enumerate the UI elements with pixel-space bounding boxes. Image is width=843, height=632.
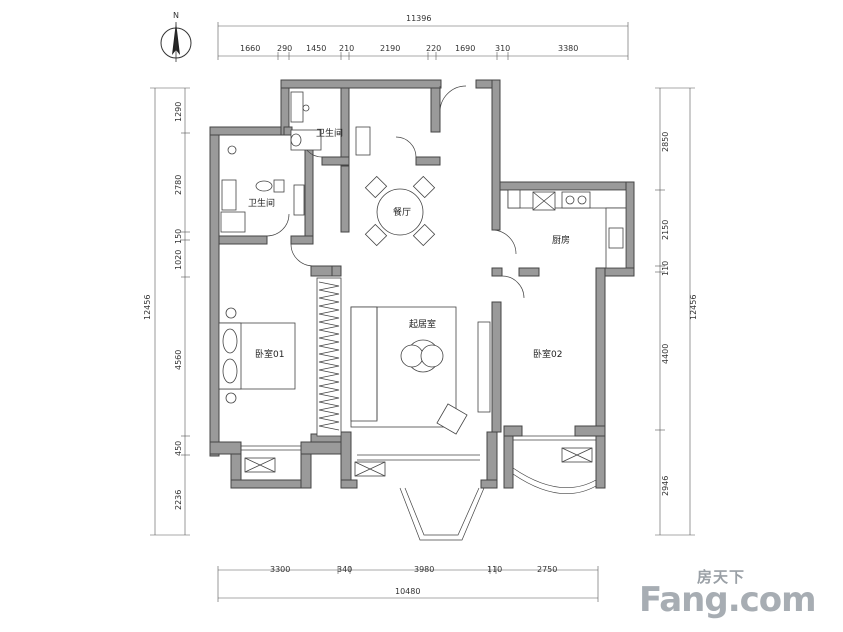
bottom-dim-4: 110 (487, 565, 502, 574)
room-label-bedroom-02: 卧室02 (533, 348, 562, 360)
top-dim-2: 290 (277, 44, 292, 53)
bottom-dim-1: 3300 (270, 565, 290, 574)
room-label-bath-upper: 卫生间 (316, 127, 343, 139)
left-dim-3: 150 (174, 229, 183, 244)
left-dim-6: 450 (174, 441, 183, 456)
top-dim-7: 1690 (455, 44, 475, 53)
bottom-dim-3: 3980 (414, 565, 434, 574)
left-dim-2: 2780 (174, 175, 183, 195)
left-dim-7: 2236 (174, 490, 183, 510)
right-dimension-lines (655, 87, 695, 536)
room-label-kitchen: 厨房 (552, 234, 570, 246)
watermark-cn: 房天下 (697, 568, 746, 586)
north-arrow-icon (160, 22, 192, 62)
top-dim-5: 2190 (380, 44, 400, 53)
watermark: 房天下 Fang.com (639, 566, 829, 626)
top-dim-4: 210 (339, 44, 354, 53)
room-label-dining: 餐厅 (393, 206, 411, 218)
doors (266, 85, 525, 299)
top-dim-9: 3380 (558, 44, 578, 53)
walls (209, 79, 635, 489)
wardrobe-hatch (316, 277, 342, 437)
top-dim-3: 1450 (306, 44, 326, 53)
bed-01 (218, 307, 296, 404)
room-label-bath-lower: 卫生间 (248, 197, 275, 209)
room-label-living: 起居室 (409, 318, 436, 330)
room-label-bedroom-01: 卧室01 (255, 348, 284, 360)
watermark-en: Fang.com (639, 580, 817, 620)
right-total-dim: 12456 (689, 295, 698, 320)
right-dim-2: 2150 (661, 220, 670, 240)
left-dim-5: 4560 (174, 350, 183, 370)
compass-label: N (173, 11, 179, 20)
left-dimension-lines (150, 87, 190, 536)
top-total-dim: 11396 (406, 14, 431, 23)
left-total-dim: 12456 (143, 295, 152, 320)
right-dim-5: 2946 (661, 476, 670, 496)
top-dim-1: 1660 (240, 44, 260, 53)
windows (241, 435, 597, 541)
upper-bathroom-fixtures (290, 91, 371, 156)
top-dim-8: 310 (495, 44, 510, 53)
top-dimension-lines (217, 22, 629, 60)
right-dim-1: 2850 (661, 132, 670, 152)
top-dim-6: 220 (426, 44, 441, 53)
lower-bathroom-fixtures (220, 145, 305, 233)
left-dim-4: 1020 (174, 250, 183, 270)
ac-units (244, 447, 593, 477)
right-dim-4: 4400 (661, 344, 670, 364)
bottom-total-dim: 10480 (395, 587, 420, 596)
bottom-dimension-lines (217, 566, 599, 602)
bottom-dim-2: 340 (337, 565, 352, 574)
kitchen-fixtures (507, 189, 627, 269)
left-dim-1: 1290 (174, 102, 183, 122)
bottom-dim-5: 2750 (537, 565, 557, 574)
dining-table (364, 175, 436, 247)
right-dim-3: 110 (661, 261, 670, 276)
living-furniture (350, 306, 491, 435)
